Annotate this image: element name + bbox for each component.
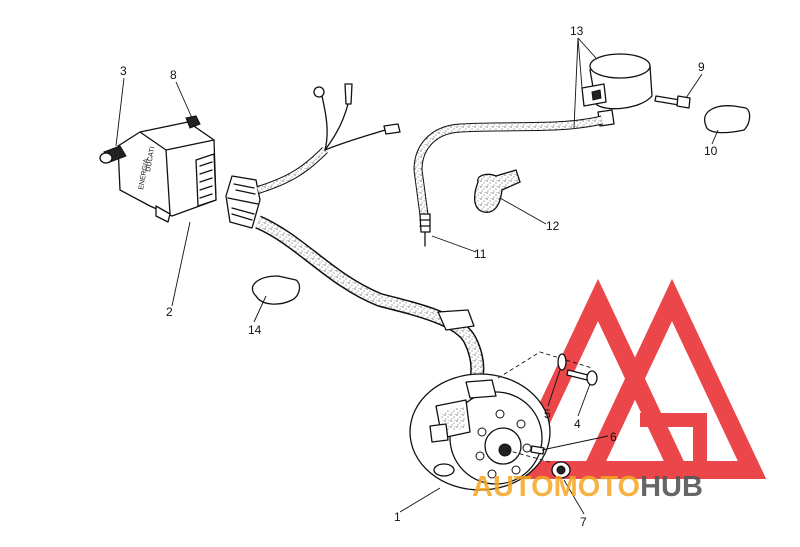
bullet-terminal [344,83,353,105]
alignment-line-lower [505,449,551,463]
coil-bolt [654,95,691,109]
ht-lead [414,116,603,216]
woodruff-key [530,445,545,455]
wire-lead-a [321,95,328,151]
module-label-line1: DUCATI [145,146,156,172]
wire-lead-c [324,129,386,151]
nut-part [185,115,201,129]
callout-6: 6 [610,430,617,444]
callout-9: 9 [698,60,705,74]
callout-11: 11 [474,247,487,261]
callout-10: 10 [704,144,718,158]
harness-main [255,216,483,387]
callout-4: 4 [574,417,581,431]
callout-12: 12 [546,219,560,233]
hose-clip-left [251,275,301,305]
washer-part [557,353,567,371]
watermark-logo [503,278,767,479]
watermark-text: AUTOMOTOHUB [472,471,703,503]
hose-clip-right [704,105,751,134]
wire-lead-b [324,103,349,151]
screw-part [99,145,127,164]
ring-terminal [313,86,325,98]
callout-1: 1 [394,510,401,524]
ht-coil [581,53,653,127]
plug-cap [473,169,521,213]
callout-14: 14 [248,323,262,337]
watermark-part1: AUTOMOTO [472,471,640,503]
stator-assembly [409,373,551,491]
spade-terminal [383,123,401,135]
callout-13: 13 [570,24,584,38]
ignition-module: DUCATI ENERGIA [117,121,217,223]
callout-5: 5 [544,407,551,421]
callout-2: 2 [166,305,173,319]
callout-3: 3 [120,64,127,78]
flywheel-nut [551,461,571,479]
connector-block [225,175,261,229]
callout-7: 7 [580,515,587,529]
harness-grommet [437,309,475,331]
leader-lines [115,37,719,515]
harness-upper [257,147,328,193]
callout-8: 8 [170,68,177,82]
alignment-line-upper [497,351,593,379]
spark-plug [419,213,431,247]
callout-labels: 1 2 3 4 5 6 7 8 9 10 11 12 13 14 [120,24,718,529]
bolt-part [566,369,598,386]
watermark-part2: HUB [640,471,703,503]
